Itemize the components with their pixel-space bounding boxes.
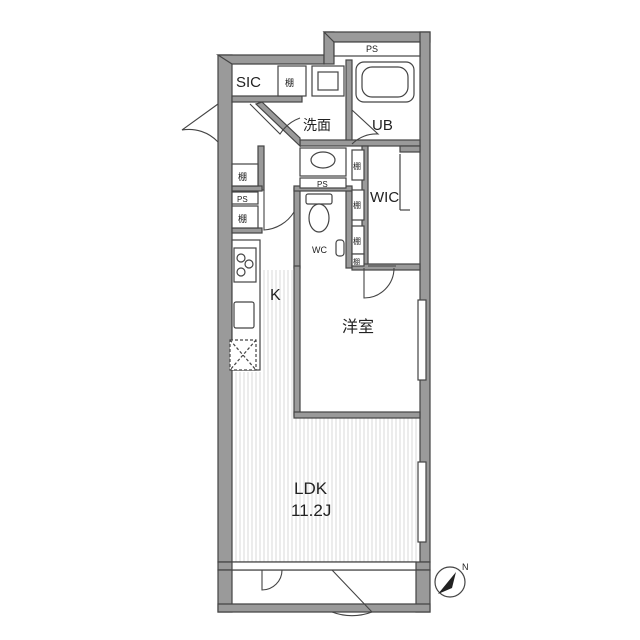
wash-basin: [310, 151, 336, 169]
wash-door: [249, 103, 301, 135]
ps-box-corridor: [299, 177, 347, 189]
shelf-kitchen: [231, 205, 259, 229]
windows: [231, 299, 427, 571]
washing-machine-drain: [317, 71, 339, 91]
toilet-bowl: [308, 203, 330, 233]
label-ps-left: PS: [237, 195, 248, 204]
shelf-sic: [277, 65, 307, 97]
bath-left-wall: [345, 59, 353, 146]
doors: [181, 103, 396, 617]
wc-door: [263, 190, 295, 231]
fixture-labels: PS 棚 棚 PS PS 棚 棚 棚 棚 棚: [237, 44, 378, 266]
label-wic: WIC: [370, 189, 399, 206]
label-shelf-wc-1: 棚: [353, 161, 361, 171]
compass-needle-icon: [438, 572, 456, 594]
wic-right-top: [399, 145, 421, 153]
diagonal-wall: [254, 101, 301, 148]
entrance-door: [181, 103, 219, 143]
wc-left-wall: [293, 187, 301, 269]
ps-left-wall: [231, 185, 263, 192]
ps-box-top: [333, 41, 421, 57]
window-western: [417, 299, 427, 381]
label-ps-top: PS: [366, 44, 378, 54]
balcony-door-2: [261, 569, 283, 591]
top-wall-right: [322, 31, 431, 43]
label-shelf-sic: 棚: [285, 77, 294, 88]
western-left-wall: [293, 265, 301, 417]
shelf-left: [231, 163, 259, 187]
western-door: [363, 267, 395, 299]
wash-bottom-wall: [299, 139, 421, 147]
label-ldk: LDK: [294, 479, 328, 498]
compass: N: [434, 562, 469, 598]
label-ldk-size: 11.2J: [291, 501, 331, 520]
balcony-bottom: [217, 603, 431, 613]
burner-1: [236, 253, 246, 263]
label-shelf-wc-4: 棚: [353, 257, 360, 266]
window-ldk: [417, 461, 427, 543]
burner-2: [244, 259, 254, 269]
label-washroom: 洗面: [303, 117, 331, 133]
label-shelf-wc-2: 棚: [353, 200, 361, 210]
kitchen-top-wall: [231, 227, 263, 234]
label-bath: UB: [372, 117, 393, 134]
ps-box-left: [231, 191, 259, 205]
wic-bottom-wall: [351, 263, 421, 271]
room-labels: SIC 洗面 UB WIC WC 洋室 K LDK 11.2J: [236, 74, 399, 520]
shelf-wc-4: [351, 253, 365, 267]
label-kitchen: K: [270, 287, 281, 304]
top-wall-left: [215, 54, 325, 65]
fridge-cross-1: [229, 339, 257, 371]
compass-north-label: N: [462, 562, 469, 572]
bathtub-inner: [361, 66, 409, 98]
corridor-left-wall: [257, 145, 265, 191]
label-ps-corridor: PS: [317, 180, 328, 189]
toilet-tank: [305, 193, 333, 205]
wc-right-wall: [345, 187, 353, 269]
label-shelf-left: 棚: [238, 171, 247, 182]
balcony-door: [331, 569, 373, 617]
window-balcony: [231, 561, 417, 571]
label-wc: WC: [312, 245, 327, 255]
left-wall: [217, 54, 233, 563]
ldk-floor-texture: [231, 270, 417, 562]
label-western-room: 洋室: [342, 318, 374, 336]
bath-door: [351, 109, 380, 145]
fixtures: [229, 41, 421, 371]
shelf-wc-2: [351, 189, 365, 221]
burner-3: [236, 267, 246, 277]
toilet-paper: [335, 239, 345, 257]
fridge-cross-2: [229, 339, 257, 371]
kitchen-sink: [233, 301, 255, 329]
interior-walls: [231, 59, 421, 419]
compass-ring: [434, 566, 466, 598]
sic-bottom-wall: [231, 95, 303, 103]
shelf-wc-1: [351, 149, 365, 181]
western-bottom-wall: [293, 411, 421, 419]
label-shelf-wc-3: 棚: [353, 236, 361, 246]
label-sic: SIC: [236, 74, 261, 91]
label-shelf-kitchen: 棚: [238, 213, 247, 224]
